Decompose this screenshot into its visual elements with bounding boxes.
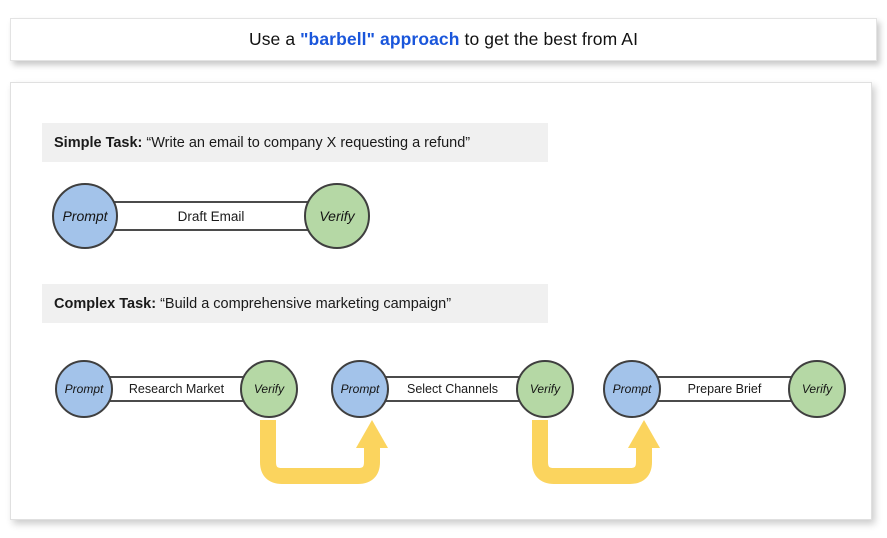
prompt-node[interactable]: Prompt — [603, 360, 661, 418]
prompt-node-label: Prompt — [62, 208, 108, 224]
title-card: Use a "barbell" approach to get the best… — [10, 18, 877, 61]
title-highlight: "barbell" approach — [300, 29, 460, 49]
title-after: to get the best from AI — [459, 29, 639, 49]
prompt-node-label: Prompt — [64, 382, 104, 396]
prompt-node[interactable]: Prompt — [331, 360, 389, 418]
prompt-node[interactable]: Prompt — [52, 183, 118, 249]
barbell-bar: Prepare Brief — [632, 376, 817, 402]
barbell-simple-0: Draft Email Prompt Verify — [52, 183, 370, 249]
verify-node-label: Verify — [253, 382, 285, 396]
verify-node-label: Verify — [801, 382, 833, 396]
title-before: Use a — [248, 29, 301, 49]
page-title: Use a "barbell" approach to get the best… — [249, 29, 638, 50]
complex-task-title: Complex Task: — [54, 295, 157, 312]
prompt-node-label: Prompt — [340, 382, 380, 396]
barbell-middle-label: Select Channels — [406, 382, 499, 396]
complex-task-label: Complex Task: “Build a comprehensive mar… — [54, 296, 451, 312]
barbell-middle-label: Research Market — [128, 382, 225, 396]
barbell-complex-0: Research Market Prompt Verify — [55, 360, 298, 418]
verify-node-label: Verify — [529, 382, 561, 396]
barbell-middle-label: Draft Email — [177, 208, 245, 224]
simple-task-label: Simple Task: “Write an email to company … — [54, 135, 470, 151]
loop-arrow-1 — [260, 420, 388, 484]
barbell-complex-1: Select Channels Prompt Verify — [331, 360, 574, 418]
verify-node[interactable]: Verify — [788, 360, 846, 418]
prompt-node-label: Prompt — [612, 382, 652, 396]
barbell-middle-label: Prepare Brief — [687, 382, 762, 396]
verify-node[interactable]: Verify — [304, 183, 370, 249]
simple-task-quote: “Write an email to company X requesting … — [142, 134, 471, 151]
barbell-bar: Research Market — [84, 376, 269, 402]
complex-task-header: Complex Task: “Build a comprehensive mar… — [42, 284, 548, 323]
complex-task-quote: “Build a comprehensive marketing campaig… — [156, 295, 452, 312]
barbell-complex-2: Prepare Brief Prompt Verify — [603, 360, 846, 418]
verify-node[interactable]: Verify — [240, 360, 298, 418]
verify-node-label: Verify — [319, 208, 355, 224]
verify-node[interactable]: Verify — [516, 360, 574, 418]
barbell-bar: Select Channels — [360, 376, 545, 402]
simple-task-title: Simple Task: — [54, 134, 143, 151]
loop-arrow-2 — [532, 420, 660, 484]
barbell-bar: Draft Email — [85, 201, 337, 231]
prompt-node[interactable]: Prompt — [55, 360, 113, 418]
simple-task-header: Simple Task: “Write an email to company … — [42, 123, 548, 162]
